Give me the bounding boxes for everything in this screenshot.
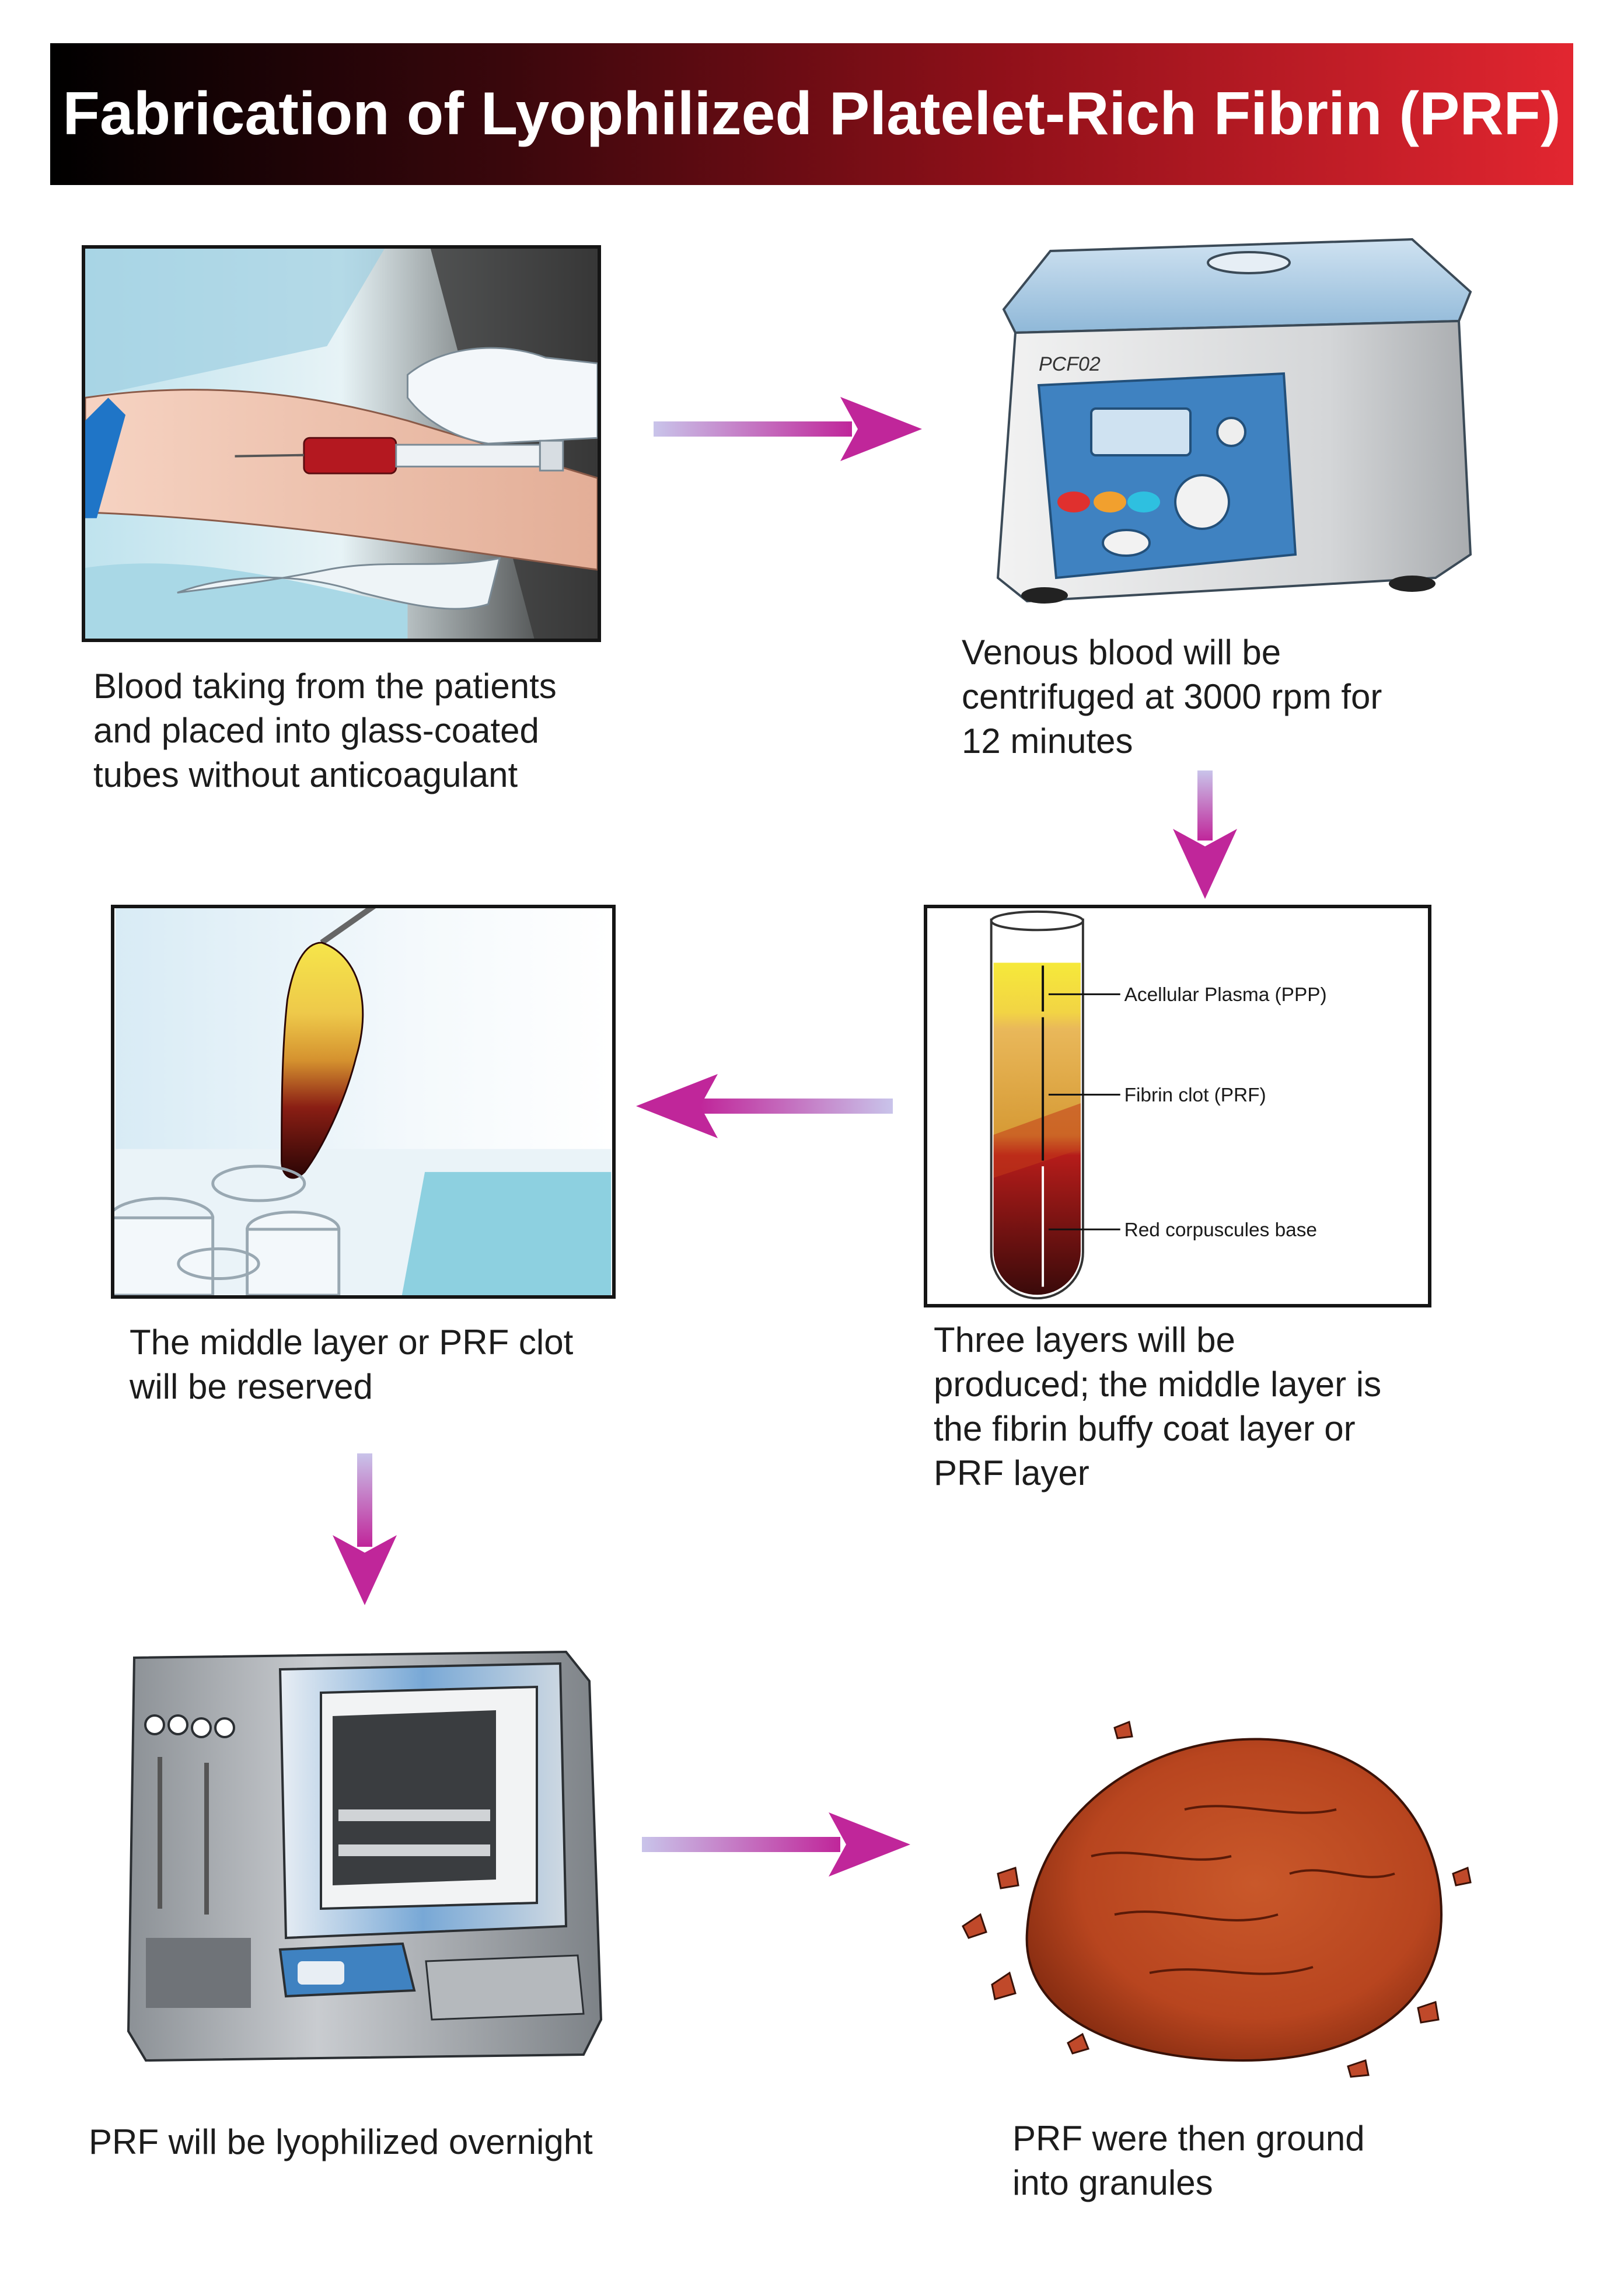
label-fibrin-clot: Fibrin clot (PRF) bbox=[1124, 1085, 1266, 1106]
step-6-caption: PRF were then ground into granules bbox=[1012, 2119, 1365, 2202]
granules-panel bbox=[940, 1681, 1482, 2078]
step-2-caption: Venous blood will be centrifuged at 3000… bbox=[962, 633, 1382, 761]
flow-arrow-left-1 bbox=[636, 1068, 893, 1144]
tube-icon: Acellular Plasma (PPP) Fibrin clot (PRF)… bbox=[990, 910, 1327, 1300]
granules-icon bbox=[962, 1720, 1472, 2078]
freeze-dryer-icon bbox=[127, 1650, 603, 2062]
flow-arrow-right-2 bbox=[642, 1807, 910, 1882]
freeze-dryer-panel bbox=[123, 1634, 607, 2078]
flow-arrow-icon bbox=[636, 1074, 893, 1138]
tube-panel: Acellular Plasma (PPP) Fibrin clot (PRF)… bbox=[924, 905, 1431, 1307]
step-3-caption: Three layers will be produced; the middl… bbox=[934, 1320, 1382, 1493]
clot-icon bbox=[114, 908, 612, 1295]
flow-arrow-icon bbox=[1173, 770, 1237, 899]
page-title: Fabrication of Lyophilized Platelet-Rich… bbox=[62, 80, 1561, 148]
flow-arrow-right-1 bbox=[654, 391, 922, 467]
step-4-caption: The middle layer or PRF clot will be res… bbox=[130, 1323, 574, 1406]
flow-arrow-down-2 bbox=[327, 1453, 403, 1605]
flow-arrow-down-1 bbox=[1167, 770, 1243, 899]
clot-panel bbox=[111, 905, 616, 1299]
centrifuge-panel: PCF02 bbox=[957, 228, 1494, 625]
step-1-caption: Blood taking from the patients and place… bbox=[93, 667, 557, 794]
centrifuge-model-label: PCF02 bbox=[1039, 353, 1101, 375]
flow-arrow-icon bbox=[642, 1812, 910, 1877]
title-banner: Fabrication of Lyophilized Platelet-Rich… bbox=[50, 43, 1573, 185]
flow-arrow-icon bbox=[333, 1453, 397, 1605]
blood-draw-panel bbox=[82, 245, 601, 642]
step-5-caption: PRF will be lyophilized overnight bbox=[89, 2122, 593, 2161]
label-acellular-plasma: Acellular Plasma (PPP) bbox=[1124, 984, 1327, 1006]
label-red-corpuscules: Red corpuscules base bbox=[1124, 1219, 1317, 1241]
flow-arrow-icon bbox=[654, 397, 922, 461]
centrifuge-icon: PCF02 bbox=[996, 238, 1472, 604]
syringe-icon bbox=[85, 249, 598, 639]
